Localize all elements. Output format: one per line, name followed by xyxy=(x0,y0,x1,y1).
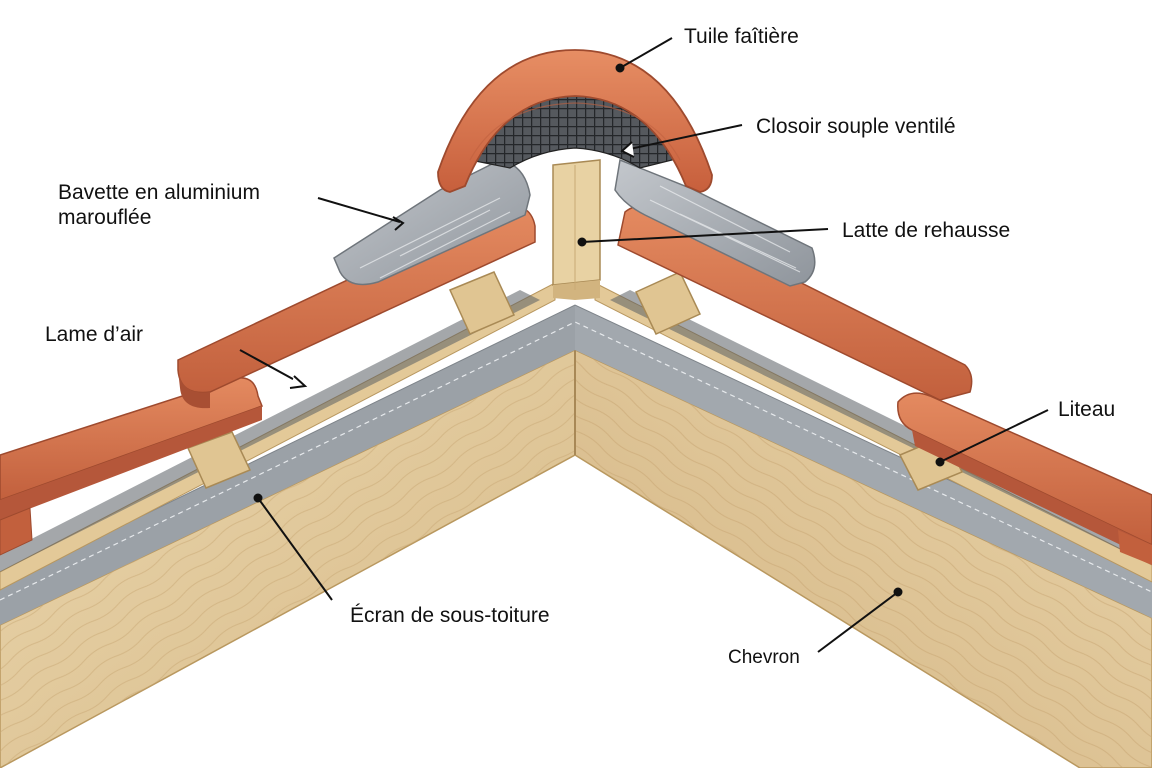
lame-air-contre-latte xyxy=(0,282,1152,591)
ecran-sous-toiture xyxy=(0,304,1152,625)
tuile-faitiere xyxy=(437,49,713,193)
leader-latte-rehausse xyxy=(581,228,829,243)
leader-closoir xyxy=(624,124,743,151)
leader-lame-air xyxy=(239,349,303,385)
label-ecran: Écran de sous-toiture xyxy=(350,604,550,627)
label-bavette-line2: marouflée xyxy=(58,206,152,229)
label-tuile-faitiere: Tuile faîtière xyxy=(684,25,799,48)
label-liteau: Liteau xyxy=(1058,398,1116,421)
tuiles-left xyxy=(0,205,536,556)
latte-rehausse xyxy=(552,159,601,300)
label-latte-rehausse: Latte de rehausse xyxy=(842,219,1011,242)
label-chevron: Chevron xyxy=(728,647,800,668)
label-lame-air: Lame d’air xyxy=(45,323,144,346)
leader-tuile-faitiere xyxy=(619,37,673,69)
leader-bavette xyxy=(317,197,401,223)
liteau-left-2 xyxy=(448,271,516,335)
liteau-left-1 xyxy=(186,431,252,489)
leader-ecran xyxy=(257,497,333,601)
leader-chevron xyxy=(817,591,899,653)
tuiles-right xyxy=(617,205,1152,565)
bavette-aluminium xyxy=(333,158,816,287)
label-closoir: Closoir souple ventilé xyxy=(756,115,956,138)
leader-lines xyxy=(239,37,1049,653)
leader-liteau xyxy=(939,409,1049,463)
label-bavette-line1: Bavette en aluminium xyxy=(58,181,260,204)
liteau-right-1 xyxy=(634,271,702,335)
